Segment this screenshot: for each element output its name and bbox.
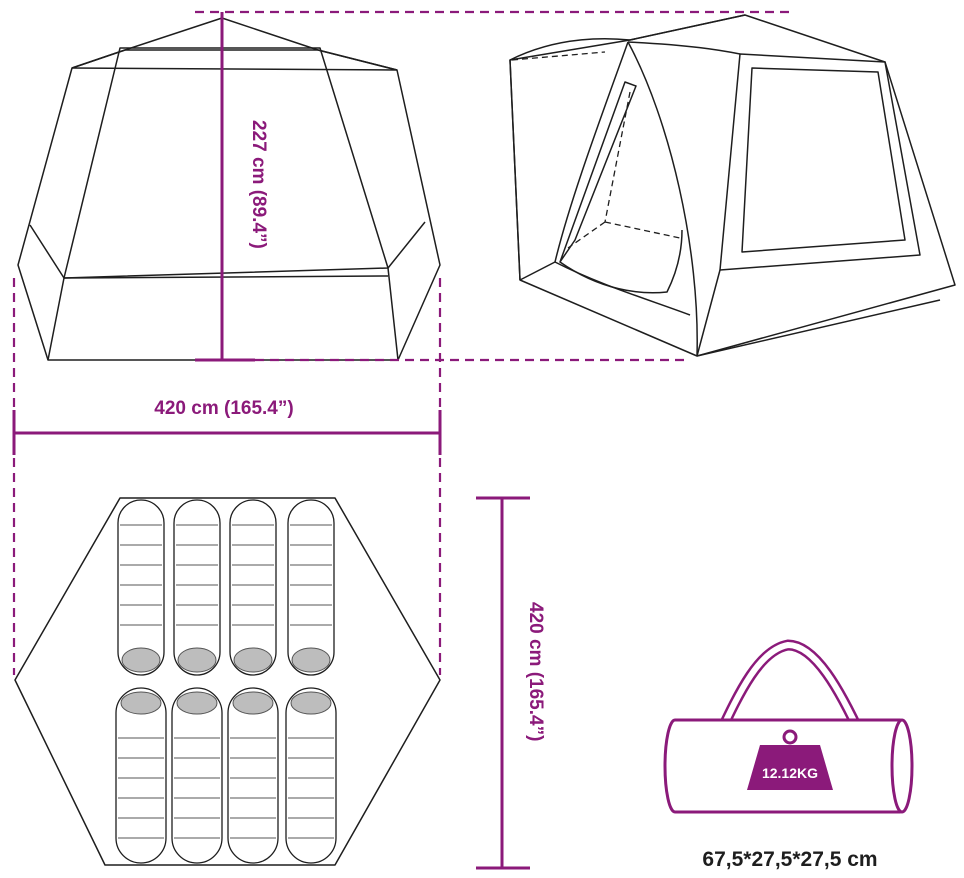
sleeping-bag <box>227 687 279 864</box>
height-label: 227 cm (89.4”) <box>248 120 269 249</box>
dimension-lines <box>12 10 790 870</box>
sleeping-bag-row-bottom <box>115 687 337 864</box>
sleeping-bag <box>229 499 277 676</box>
sleeping-bag <box>117 499 165 676</box>
depth-label: 420 cm (165.4”) <box>525 602 546 741</box>
sleeping-bag <box>173 499 221 676</box>
weight-label: 12.12KG <box>762 765 818 781</box>
sleeping-bag <box>115 687 167 864</box>
sleeping-bag <box>287 499 335 676</box>
tent-front-view <box>17 17 441 361</box>
sleeping-bags <box>115 499 337 864</box>
width-label: 420 cm (165.4”) <box>154 398 293 419</box>
sleeping-bag <box>171 687 223 864</box>
tent-perspective-view <box>509 14 956 357</box>
sleeping-bag <box>285 687 337 864</box>
sleeping-bag-row-top <box>117 499 335 676</box>
bag-size-label: 67,5*27,5*27,5 cm <box>702 848 877 871</box>
weight-icon <box>747 729 833 790</box>
